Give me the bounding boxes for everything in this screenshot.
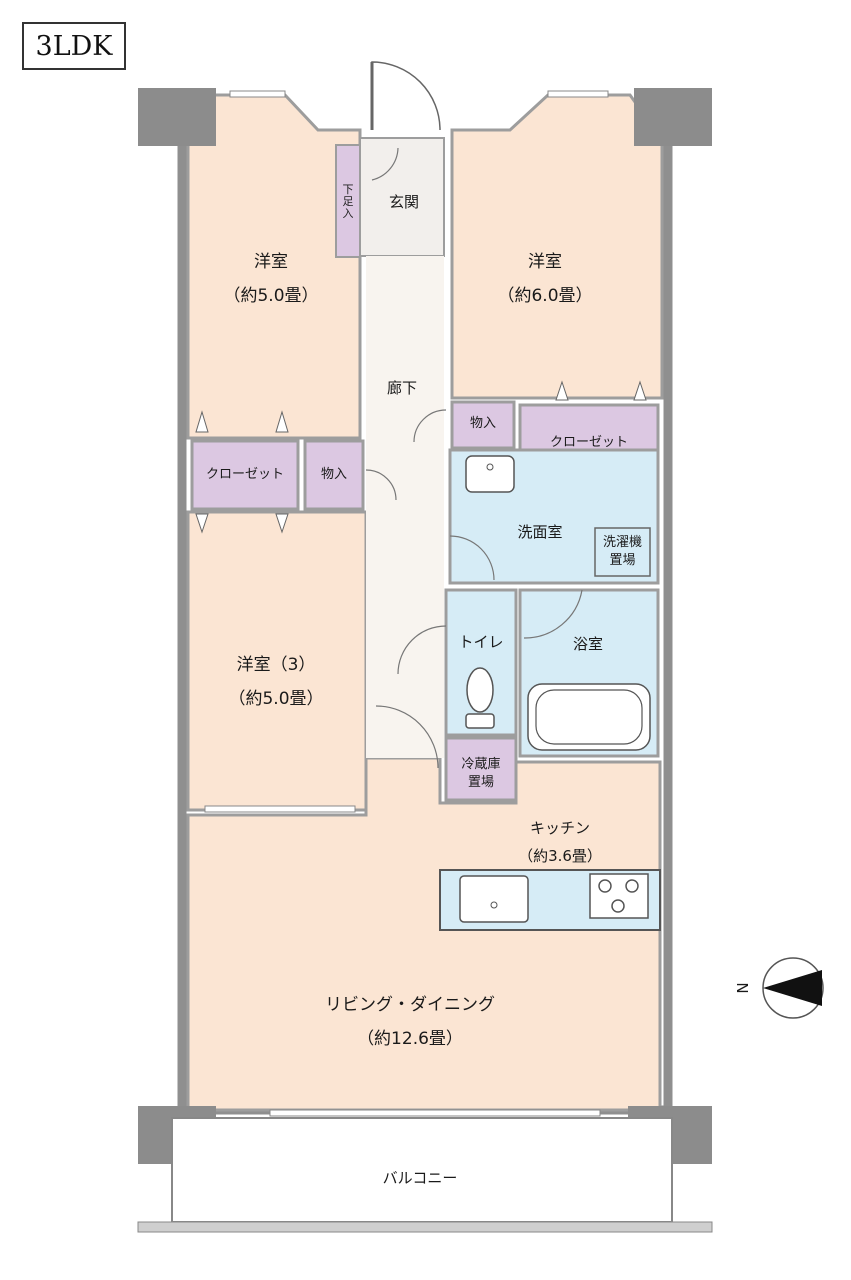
balcony-rail [137,1221,713,1233]
closet-door-mark-2 [275,410,289,433]
closet-door-mark-5 [555,380,569,401]
closet-door-mark-3 [195,513,209,534]
closet-door-mark-1 [195,410,209,433]
washroom-sink [465,455,515,493]
stove-burner-2 [625,879,639,893]
western-room-3-label: 洋室（3） （約5.0畳） [196,648,356,716]
toilet-door-swing [397,625,447,675]
storage-1-label: 物入 [320,467,347,482]
western-room-3-size: （約5.0畳） [228,689,324,709]
bathroom-label: 浴室 [572,635,603,653]
closet-door-mark-4 [275,513,289,534]
stove-burner-3 [611,899,625,913]
living-door-swing [375,705,439,769]
storage-door-swing-1 [365,469,397,501]
living-name: リビング・ダイニング [325,995,495,1015]
genkan-label: 玄関 [388,193,419,211]
genkan-door-swing [371,147,399,181]
getabako-label: 下足入 [342,183,354,220]
kitchen-label: キッチン （約3.6畳） [500,814,620,870]
storage-door-swing-2 [413,409,447,443]
layout-type-badge: 3LDK [22,22,126,70]
storage-2-label: 物入 [469,416,496,431]
toilet-tank [465,713,495,729]
corridor-floor [366,256,444,758]
washroom-door-swing [449,535,495,581]
western-room-3-name: 洋室（3） [236,655,316,675]
fridge-line-2: 置場 [467,775,494,790]
western-room-2-name: 洋室 [528,252,562,272]
compass-label: N [733,982,751,994]
toilet-label: トイレ [458,633,504,651]
closet-1-label: クローゼット [205,467,284,482]
balcony-label: バルコニー [382,1169,458,1187]
western-room-1-label: 洋室 （約5.0畳） [196,245,346,313]
kitchen-sink-drain [490,901,498,909]
living-label: リビング・ダイニング （約12.6畳） [295,988,525,1056]
bath-door-swing [523,589,583,639]
fridge-line-1: 冷蔵庫 [461,757,501,772]
western-room-2-label: 洋室 （約6.0畳） [470,245,620,313]
front-door-swing [371,61,441,131]
western-room-3-floor [186,510,368,812]
pillar-top-left [138,88,216,146]
window-mark-4 [269,1109,601,1117]
pillar-top-right [634,88,712,146]
western-room-2-size: （約6.0畳） [497,286,593,306]
western-room-1-name: 洋室 [254,252,288,272]
stove-burner-1 [598,879,612,893]
bathtub [527,683,651,751]
compass-needle [763,970,822,1006]
closet-1-floor [190,439,300,511]
window-mark-3 [204,805,356,813]
living-size: （約12.6畳） [357,1029,463,1049]
storage-1-floor [303,439,365,511]
window-mark-1 [229,90,286,98]
washing-machine-label: 洗濯機 置場 [595,534,650,570]
washroom-label: 洗面室 [517,523,563,541]
kitchen-sink [459,875,529,923]
washing-machine-line-1: 洗濯機 [602,535,642,550]
closet-2-label: クローゼット [549,435,628,450]
closet-door-mark-6 [633,380,647,401]
storage-2-floor [450,400,516,450]
getabako-floor [335,144,361,258]
kitchen-size: （約3.6畳） [518,847,602,865]
fridge-label: 冷蔵庫 置場 [446,756,516,792]
western-room-1-size: （約5.0畳） [223,286,319,306]
washing-machine-line-2: 置場 [609,553,636,568]
washing-machine-area [594,527,651,577]
kitchen-name: キッチン [529,819,590,837]
bathtub-inner [535,689,643,745]
washroom-sink-drain [486,463,494,471]
corridor-label: 廊下 [386,379,417,397]
fridge-area [444,736,518,802]
kitchen-stove [589,873,649,919]
toilet-bowl [466,667,494,713]
window-mark-2 [547,90,609,98]
